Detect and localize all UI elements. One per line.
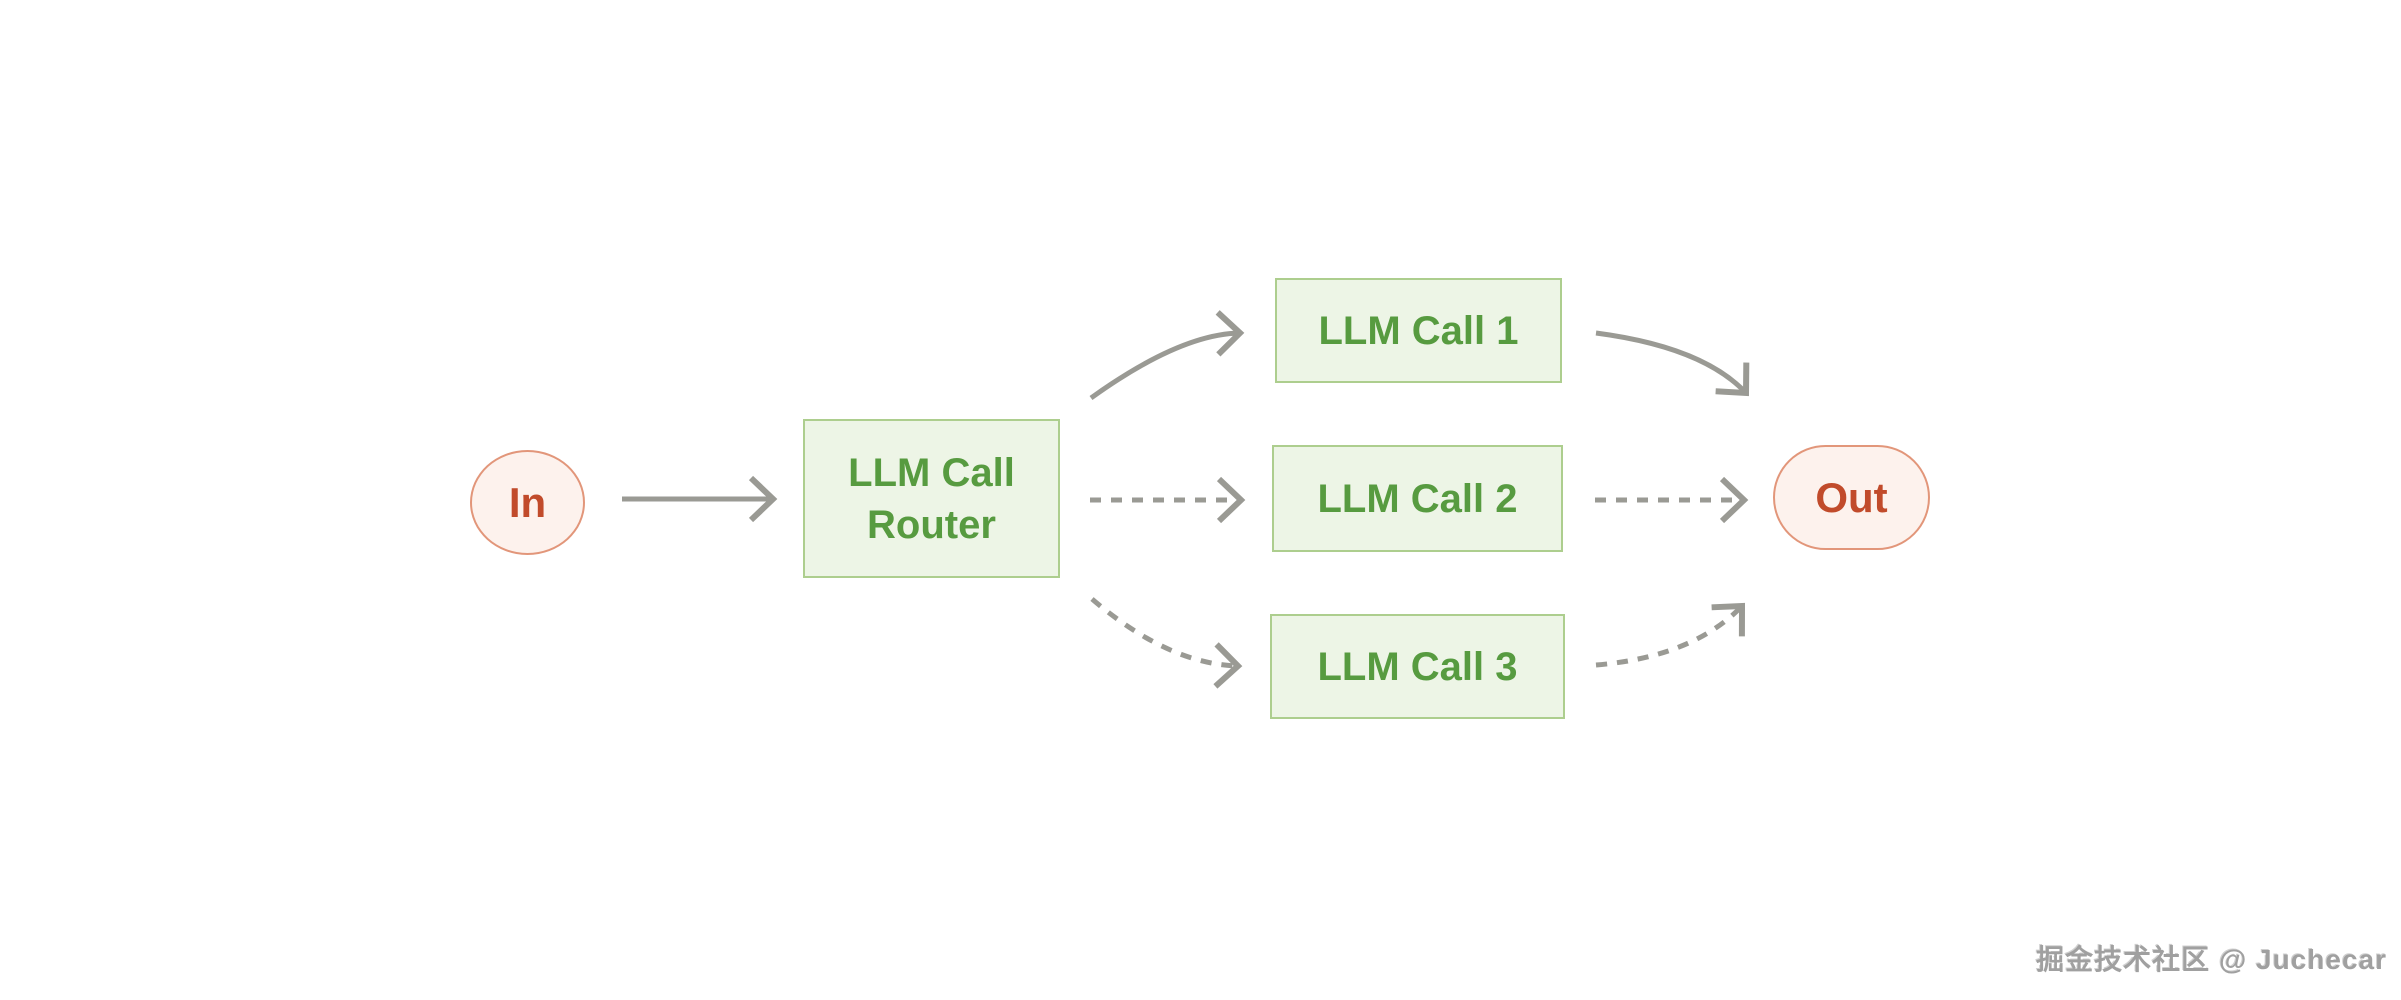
edge-call1-to-out <box>1595 330 1750 397</box>
node-llm-call-1-label: LLM Call 1 <box>1318 308 1519 353</box>
node-out-label: Out <box>1815 473 1888 521</box>
node-llm-call-3: LLM Call 3 <box>1270 614 1565 719</box>
edge-call3-to-out <box>1595 602 1746 668</box>
node-llm-call-2: LLM Call 2 <box>1272 445 1563 552</box>
edge-router-to-call3 <box>1090 597 1243 689</box>
node-llm-call-2-label: LLM Call 2 <box>1317 476 1518 521</box>
node-in: In <box>470 450 585 555</box>
node-llm-call-3-label: LLM Call 3 <box>1317 644 1518 689</box>
watermark-text: 掘金技术社区 @ Juchecar <box>2036 944 2387 975</box>
node-in-label: In <box>508 478 547 526</box>
edge-router-to-call1 <box>1089 310 1245 401</box>
node-out: Out <box>1773 445 1930 550</box>
node-llm-call-router: LLM Call Router <box>803 419 1060 578</box>
node-llm-call-1: LLM Call 1 <box>1275 278 1562 383</box>
node-llm-call-router-label: LLM Call Router <box>848 450 1015 547</box>
